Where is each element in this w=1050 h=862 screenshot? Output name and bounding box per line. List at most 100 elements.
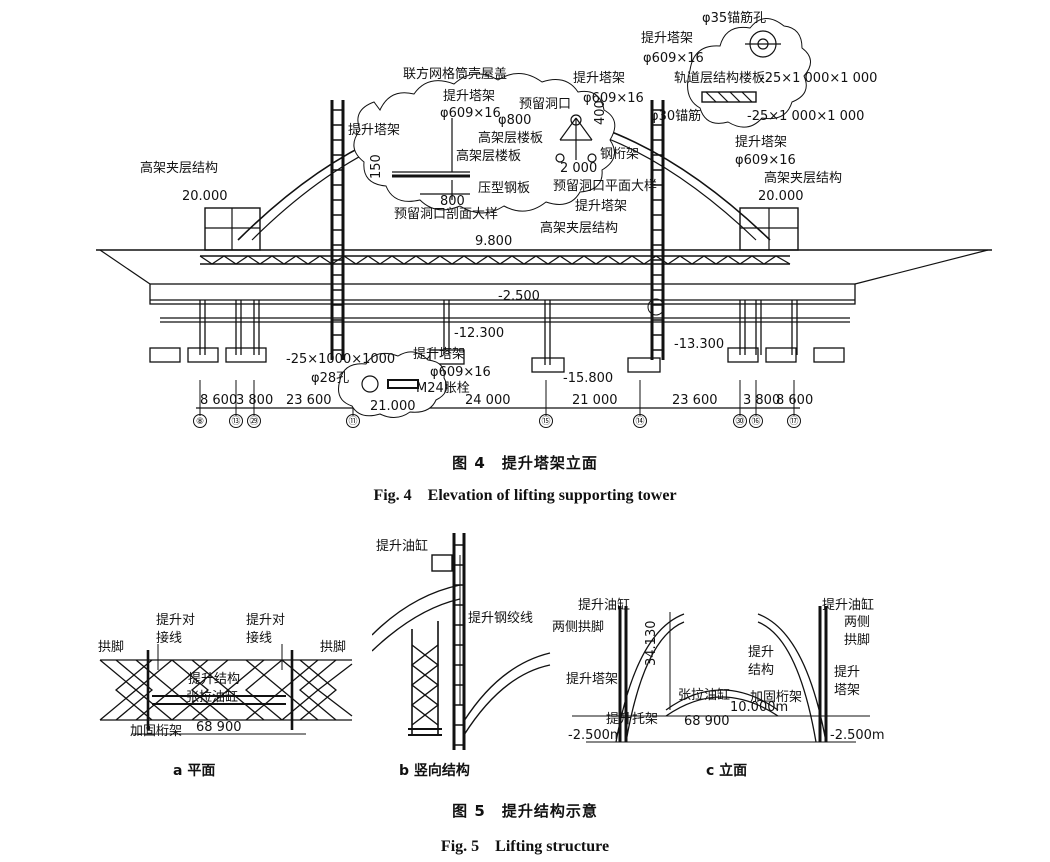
fig4-caption-en: Fig. 4 Elevation of lifting supporting t…	[373, 487, 677, 504]
dim-7: 8 600	[776, 393, 813, 408]
dim-2: 23 600	[286, 393, 332, 408]
axis-0: ⑧	[196, 417, 204, 427]
label-hole-section: 预留洞口剖面大样	[394, 207, 498, 222]
callout-cloud-center	[353, 73, 616, 214]
label-joint-right: 提升对接线	[246, 613, 286, 646]
label-elev-right: 20.000	[758, 189, 804, 204]
label-hole-28: φ28孔	[311, 371, 349, 386]
fig5b-vertical-drawing	[372, 533, 551, 750]
label-arch-foot-left: 拱脚	[98, 640, 125, 655]
label-roof: 联方网格筒壳屋盖	[403, 66, 507, 82]
label-c-elev-right: -2.500m	[830, 728, 885, 743]
label-elev-m158: -15.800	[563, 371, 613, 386]
label-lift-strand: 提升钢绞线	[468, 611, 534, 626]
dim-4: 21 000	[572, 393, 618, 408]
callout-cloud-top-right	[687, 18, 811, 128]
label-tower-top: 提升塔架	[641, 30, 693, 46]
label-plate-bottom: -25×1000×1000	[286, 352, 395, 367]
label-joint-left: 提升对接线	[156, 613, 196, 646]
fig5-caption-en: Fig. 5 Lifting structure	[440, 838, 610, 855]
axis-7: ⑯	[751, 416, 760, 427]
dim-1: 3 800	[236, 393, 273, 408]
label-tower-bottom: 提升塔架	[413, 346, 465, 362]
label-tower-right-b2-spec: φ609×16	[735, 153, 796, 168]
label-tower-right-a-spec: φ609×16	[583, 91, 644, 106]
label-floor-slab-a: 高架层楼板	[478, 130, 543, 146]
label-tower-right-b: 提升塔架	[575, 198, 627, 214]
fig5a-labels: 拱脚 拱脚 提升对接线 提升对接线 提升结构 张拉油缸 加固桁架 68 900	[96, 608, 356, 748]
label-tower-bottom-spec: φ609×16	[430, 365, 491, 380]
label-tower-mid-a: 提升塔架	[443, 88, 495, 104]
label-tower-top-spec: φ609×16	[643, 51, 704, 66]
label-tower-left: 提升塔架	[348, 122, 400, 138]
fig5c-elevation-drawing	[572, 606, 870, 743]
label-elevated-left: 高架夹层结构	[140, 160, 218, 176]
axis-4: ⑮	[541, 416, 550, 427]
label-dim-150: 150	[369, 154, 384, 179]
label-c-cyl-right: 提升油缸	[822, 598, 875, 613]
label-elevated-right: 高架夹层结构	[764, 170, 842, 186]
label-lift-structure: 提升结构	[188, 672, 241, 687]
label-c-foot-right: 两侧拱脚	[844, 615, 871, 648]
label-elev-98: 9.800	[475, 234, 512, 249]
axis-3: ⑪	[348, 416, 357, 427]
fig5-sub-c: c 立面	[706, 763, 748, 779]
label-plate-a: -25×1 000×1 000	[760, 71, 877, 86]
label-c-reinforce: 加固桁架	[750, 690, 803, 705]
callout-cloud-bottom	[338, 351, 448, 418]
label-track-slab: 轨道层结构楼板	[674, 71, 765, 86]
axis-8: ⑰	[789, 416, 798, 427]
label-plan-dim: 68 900	[196, 720, 242, 735]
label-tower-right-a: 提升塔架	[573, 70, 625, 86]
dim-3: 24 000	[465, 393, 511, 408]
axis-6: ㉚	[735, 416, 744, 427]
axis-5: ⑭	[635, 416, 644, 427]
label-anchor-bar: φ30锚筋	[650, 108, 701, 124]
label-c-height: 34.130	[644, 620, 659, 667]
label-steel-truss: 钢桁架	[600, 147, 639, 162]
label-dim-2000: 2 000	[560, 161, 597, 176]
fig5-sub-b: b 竖向结构	[399, 763, 470, 779]
label-c-tower-left: 提升塔架	[566, 672, 619, 687]
label-tower-mid-a-spec: φ609×16	[440, 106, 501, 121]
lifting-tower-left	[330, 100, 345, 360]
label-profiled: 压型钢板	[478, 181, 530, 196]
label-elev-m25: -2.500	[498, 289, 540, 304]
label-c-bracket: 提升托架	[606, 712, 659, 727]
label-c-cyl-left: 提升油缸	[578, 598, 631, 613]
fig5c-labels: 提升油缸 提升油缸 两侧拱脚 两侧拱脚 提升塔架 提升塔架 提升结构 加固桁架 …	[552, 592, 885, 752]
label-c-dim-10: 10.000m	[730, 700, 789, 715]
label-floor-slab-b: 高架层楼板	[456, 148, 521, 164]
label-tension-cylinder: 张拉油缸	[186, 690, 239, 705]
label-arch-foot-right: 拱脚	[320, 640, 347, 655]
label-plate-b: -25×1 000×1 000	[747, 109, 864, 124]
label-elevated-center: 高架夹层结构	[540, 220, 618, 236]
fig5a-plan-drawing	[99, 644, 353, 735]
label-bolt: M24胀栓	[416, 381, 470, 396]
label-anchor-hole: φ35锚筋孔	[702, 10, 766, 26]
label-hole-plan: 预留洞口平面大样	[553, 179, 657, 194]
label-elev-m133: -13.300	[674, 337, 724, 352]
label-c-span: 68 900	[684, 714, 730, 729]
label-dim-400: 400	[593, 100, 608, 125]
dim-0: 8 600	[200, 393, 237, 408]
label-reinforce-truss: 加固桁架	[130, 724, 183, 739]
fig5-caption-cn: 图 5 提升结构示意	[452, 802, 598, 820]
label-c-tension: 张拉油缸	[678, 688, 731, 703]
label-tower-right-b2: 提升塔架	[735, 134, 787, 150]
fig4-elevation-drawing: 联方网格筒壳屋盖 提升塔架 提升塔架 φ609×16 提升塔架 φ609×16 …	[96, 10, 992, 428]
label-lift-cylinder: 提升油缸	[376, 539, 429, 554]
label-c-lift-structure: 提升结构	[748, 645, 775, 678]
label-c-foot-left: 两侧拱脚	[552, 620, 605, 635]
fig4-caption-cn: 图 4 提升塔架立面	[452, 454, 598, 472]
dim-6: 3 800	[743, 393, 780, 408]
label-hole-top: 预留洞口	[519, 97, 571, 112]
dim-5: 23 600	[672, 393, 718, 408]
axis-2: ㉙	[249, 416, 258, 427]
label-elev-21: 21.000	[370, 399, 416, 414]
label-c-tower-right: 提升塔架	[834, 665, 861, 698]
fig5-sub-a: a 平面	[173, 763, 216, 779]
label-elev-left: 20.000	[182, 189, 228, 204]
lifting-tower-right	[650, 100, 665, 360]
